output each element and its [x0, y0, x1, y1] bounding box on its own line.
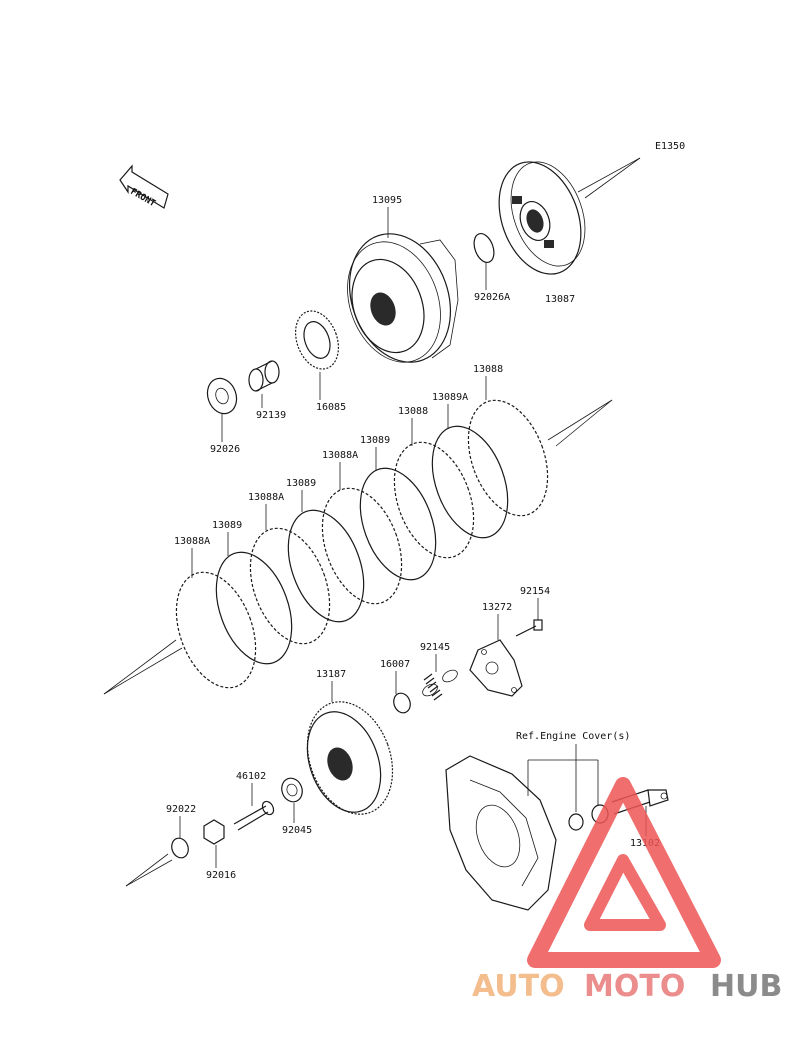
label-92026a: 92026A — [474, 292, 510, 303]
label-16007: 16007 — [380, 659, 410, 670]
label-13088a-mid-c: 13088A — [248, 492, 284, 503]
label-16085: 16085 — [316, 402, 346, 413]
bearing-92045-part — [281, 777, 303, 803]
label-13095: 13095 — [372, 195, 402, 206]
label-13272: 13272 — [482, 602, 512, 613]
watermark-triangle-icon — [527, 777, 721, 968]
label-92145: 92145 — [420, 642, 450, 653]
label-13088a-bottom: 13088A — [174, 536, 210, 547]
ref-engine-cover-note: Ref.Engine Cover(s) — [516, 731, 630, 742]
label-13089-mid-a: 13089 — [360, 435, 390, 446]
circlip-16007-part — [393, 692, 411, 714]
label-13087: 13087 — [545, 294, 575, 305]
pressure-plate-13187-part — [306, 701, 394, 815]
clutch-plate-stack — [175, 399, 549, 689]
bolt-92154-part — [515, 619, 543, 637]
pushrod-46102-part — [233, 800, 275, 831]
front-label: FRONT — [129, 187, 158, 209]
spring-92145-part — [422, 669, 458, 701]
label-13088-top: 13088 — [473, 364, 503, 375]
label-92022: 92022 — [166, 804, 196, 815]
label-92026: 92026 — [210, 444, 240, 455]
label-13088-mid: 13088 — [398, 406, 428, 417]
label-92045: 92045 — [282, 825, 312, 836]
engine-cover-part — [445, 755, 557, 911]
label-13089-mid-c: 13089 — [212, 520, 242, 531]
washer-92022-part — [171, 837, 189, 859]
nut-92016-part — [203, 819, 225, 845]
label-92016: 92016 — [206, 870, 236, 881]
label-46102: 46102 — [236, 771, 266, 782]
washer-92026a-part — [473, 232, 495, 264]
clutch-housing-part — [347, 233, 459, 363]
oil-seal-part — [568, 813, 584, 831]
sleeve-92139-part — [248, 360, 280, 392]
washer-92026-part — [206, 377, 238, 415]
watermark-text-moto: MOTO — [584, 969, 685, 1004]
gear-16085-part — [294, 310, 340, 370]
front-arrow-icon: FRONT — [119, 164, 169, 209]
label-92154: 92154 — [520, 586, 550, 597]
label-13187: 13187 — [316, 669, 346, 680]
spring-plate-13272-part — [469, 639, 523, 697]
label-92139: 92139 — [256, 410, 286, 421]
clutch-hub-part — [498, 161, 586, 275]
label-13088a-mid-b: 13088A — [322, 450, 358, 461]
label-13089a: 13089A — [432, 392, 468, 403]
watermark-text-hub: HUB — [710, 969, 782, 1004]
label-13089-mid-b: 13089 — [286, 478, 316, 489]
automotohub-watermark: AUTO MOTO HUB — [472, 777, 782, 1004]
watermark-text-auto: AUTO — [472, 969, 565, 1004]
section-code: E1350 — [655, 141, 685, 152]
